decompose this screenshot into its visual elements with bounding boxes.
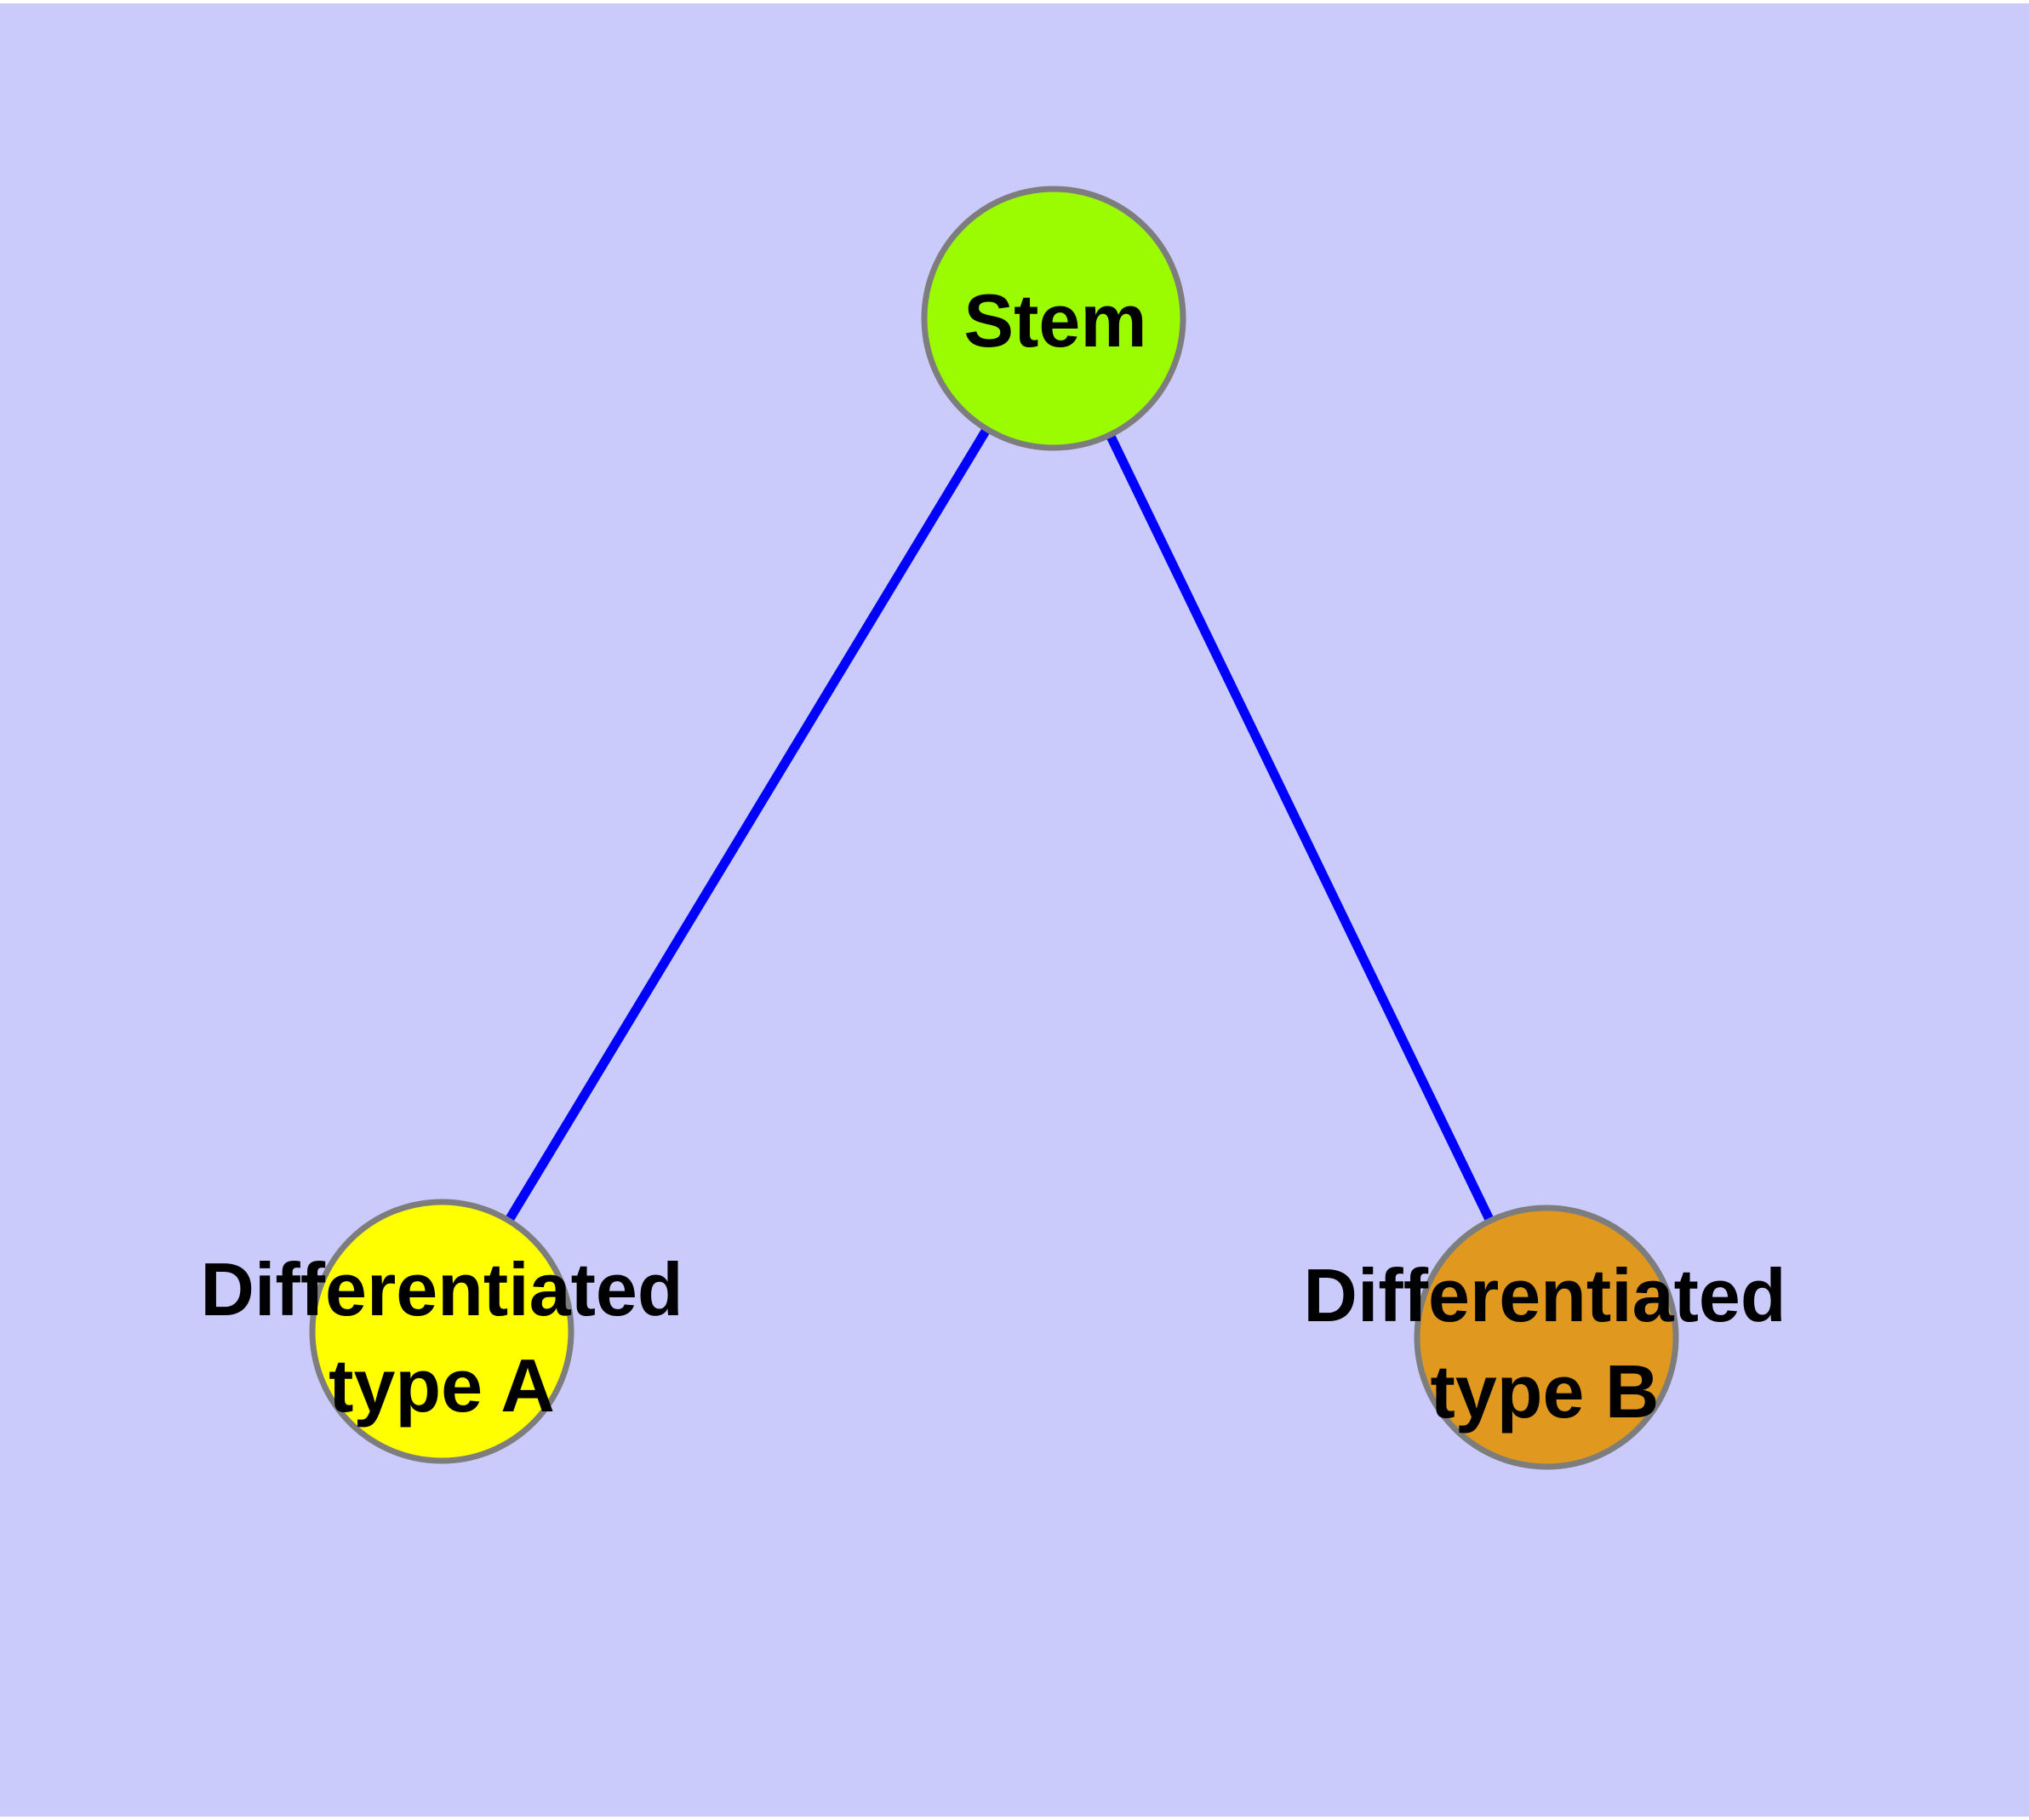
node-type-a-label-line2: type A — [329, 1343, 555, 1428]
node-type-a-label-line1: Differentiated — [200, 1247, 683, 1331]
node-type-a-circle — [309, 1199, 574, 1464]
node-stem-circle — [921, 186, 1186, 451]
edge-stem-to-type-a — [437, 316, 1058, 1334]
node-type-b-label-line1: Differentiated — [1303, 1253, 1786, 1337]
node-type-b-circle — [1414, 1205, 1679, 1470]
edge-stem-to-type-b — [1049, 316, 1551, 1340]
node-type-b-label-line2: type B — [1431, 1349, 1660, 1434]
node-stem-label: Stem — [963, 278, 1146, 363]
